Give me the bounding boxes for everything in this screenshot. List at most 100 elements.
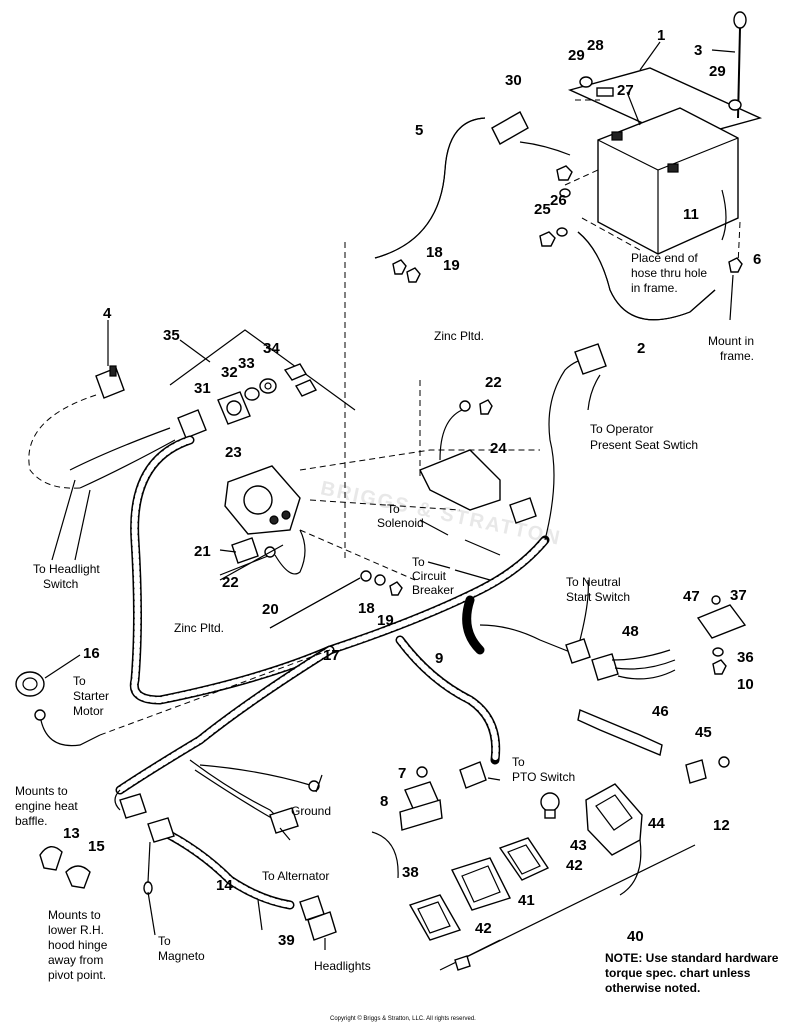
harness-14-connector: [119, 793, 147, 819]
starter-lead: [39, 714, 101, 747]
key-switch-face: [226, 400, 242, 416]
headlight-dashed-route: [28, 394, 97, 489]
battery-cable-5-inner: [374, 117, 486, 259]
part-number-11: 11: [683, 206, 699, 223]
solenoid-body: [243, 485, 273, 515]
module-connector: [509, 497, 537, 524]
part-number-9: 9: [435, 650, 443, 667]
hold-down-rod-eye: [733, 11, 747, 29]
harness-14-end: [114, 789, 121, 811]
ground-cable-2-inner: [577, 231, 716, 321]
hose-guide: [737, 221, 741, 266]
lens-41: [451, 857, 511, 911]
lens-41-inner: [461, 865, 501, 903]
part-number-2: 2: [637, 340, 645, 357]
seat-switch-connector: [574, 343, 607, 375]
callout-headlight-switch: To Headlight Switch: [33, 562, 103, 591]
harness-14-mid-connector: [147, 817, 175, 843]
clip-15: [65, 865, 91, 889]
screw-37: [711, 595, 721, 605]
washer-36: [712, 647, 724, 657]
callout-to-circuit-breaker: To Circuit Breaker: [412, 555, 454, 597]
nut-18-top: [392, 259, 407, 275]
callout-ground: Ground: [291, 804, 331, 818]
pointer-breaker: [427, 561, 451, 569]
module-24-ground-lead: [439, 409, 463, 461]
part-number-10: 10: [737, 676, 754, 693]
part-number-8: 8: [380, 793, 388, 810]
assembly-lines-battery: [564, 99, 641, 251]
solenoid-breaker-leads: [454, 539, 501, 581]
nut-32: [244, 387, 260, 401]
part-number-27: 27: [617, 82, 634, 99]
pointer-ground: [315, 774, 323, 793]
switch-48-leads: [611, 649, 676, 680]
part-number-25: 25: [534, 201, 551, 218]
gasket-42-top: [498, 837, 550, 881]
ground-lead: [199, 764, 311, 786]
harness-14-lower-wrap: [157, 827, 293, 908]
part-number-1: 1: [657, 27, 665, 44]
part-number-42-top: 42: [566, 857, 583, 874]
screw-7: [416, 766, 428, 778]
part-number-22-top: 22: [485, 374, 502, 391]
washer-26-top: [559, 188, 571, 198]
torque-note: NOTE: Use standard hardware torque spec.…: [605, 951, 782, 995]
starter-boot-inner: [22, 677, 38, 691]
pointer-pto: [487, 777, 501, 781]
part-number-19-bottom: 19: [377, 612, 394, 629]
part-number-17: 17: [323, 647, 340, 664]
part-number-39: 39: [278, 932, 295, 949]
part-number-44: 44: [648, 815, 665, 832]
leaders-21-22-zinc: [219, 544, 284, 581]
part-number-29-left: 29: [568, 47, 585, 64]
pointer-neutral-start: [579, 579, 589, 641]
part-number-31: 31: [194, 380, 211, 397]
group-bracket-35: [169, 329, 356, 411]
relay-module-24: [419, 449, 501, 511]
callout-neutral-start: To Neutral Start Switch: [566, 575, 630, 604]
switch-bracket-47: [696, 604, 747, 639]
part-number-15: 15: [88, 838, 105, 855]
battery-terminal-positive: [667, 163, 679, 173]
terminal-boot-30: [491, 111, 529, 145]
part-number-20: 20: [262, 601, 279, 618]
pointer-alternator: [279, 827, 291, 841]
part-number-19-top: 19: [443, 257, 460, 274]
nut-19-top: [406, 267, 421, 283]
bracket-12: [685, 759, 707, 784]
bezel-33-hole: [264, 382, 272, 390]
part-number-5: 5: [415, 122, 423, 139]
battery-edges: [597, 137, 739, 254]
pto-bracket: [399, 799, 443, 831]
part-number-42-bottom: 42: [475, 920, 492, 937]
bracket-46: [577, 709, 663, 756]
washer-29-right: [728, 99, 742, 111]
part-number-22-bottom: 22: [222, 574, 239, 591]
leader-1: [639, 41, 661, 71]
headlight-leads: [69, 427, 176, 489]
magneto-lead: [147, 841, 151, 883]
gasket-42-top-inner: [507, 844, 541, 875]
nut-25-bottom: [539, 231, 556, 247]
nut-25-top: [556, 165, 573, 181]
callout-headlights: Headlights: [314, 959, 371, 973]
alternator-leads: [189, 759, 286, 826]
headlight-toggle: [109, 365, 117, 377]
solenoid-terminal-a: [281, 510, 291, 520]
part-number-16: 16: [83, 645, 100, 662]
part-number-26: 26: [550, 192, 567, 209]
part-number-14: 14: [216, 877, 233, 894]
bulb-43: [540, 792, 560, 812]
starter-dashed-route: [99, 649, 331, 736]
part-number-23: 23: [225, 444, 242, 461]
key-34-a: [283, 363, 308, 381]
callout-zinc-plated-top: Zinc Pltd.: [434, 329, 484, 343]
assembly-lines-solenoid: [299, 380, 540, 581]
leader-16: [44, 654, 81, 679]
part-number-28: 28: [587, 37, 604, 54]
part-number-18-bottom: 18: [358, 600, 375, 617]
callout-operator-seat: To Operator Present Seat Swtich: [590, 422, 698, 452]
